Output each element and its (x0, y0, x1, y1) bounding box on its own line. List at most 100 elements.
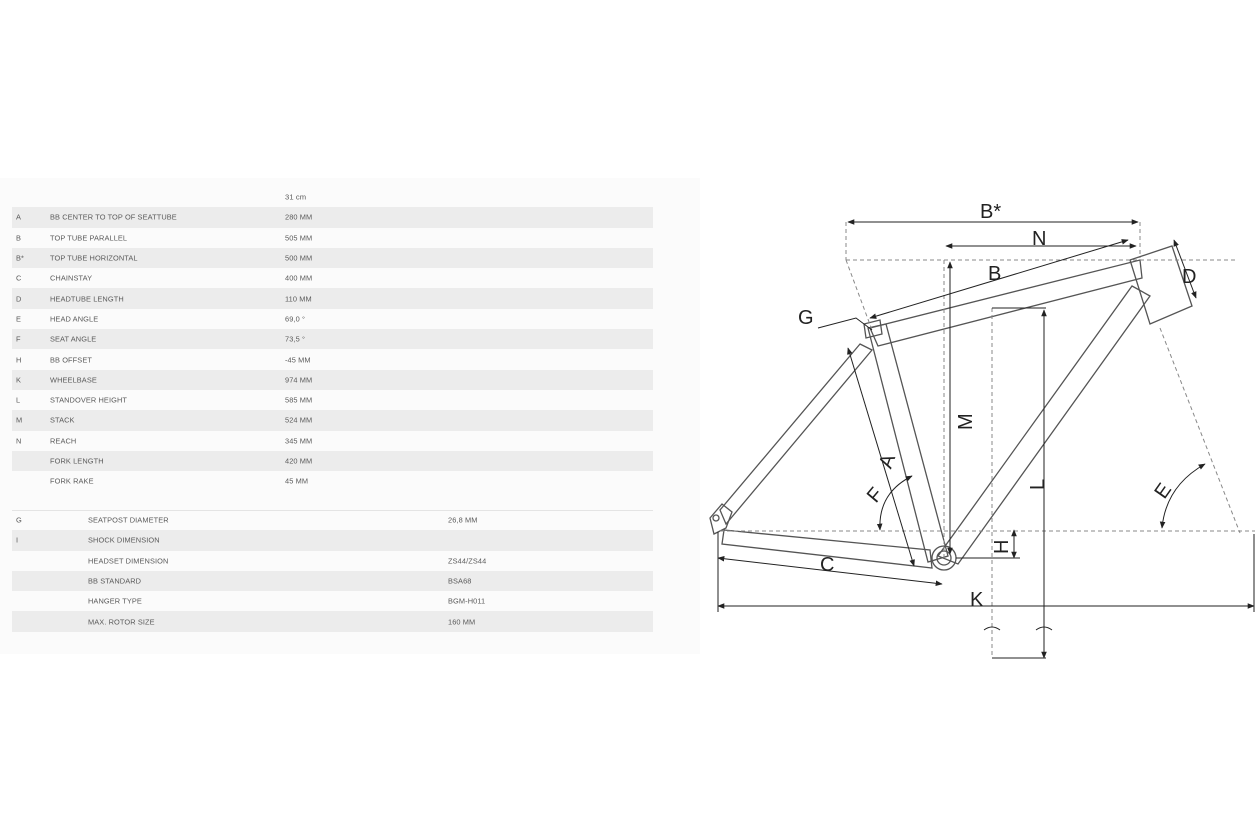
row-label: CHAINSTAY (50, 273, 93, 283)
size-header: 31 cm (285, 192, 307, 202)
label-b-star: B* (980, 201, 1001, 223)
row-label: HEADSET DIMENSION (88, 556, 169, 566)
row-label: TOP TUBE HORIZONTAL (50, 253, 138, 263)
frame-diagram-svg: B* N B D G M A F L E H C K (709, 201, 1255, 659)
g-leader (817, 317, 873, 331)
d-dimension (1173, 239, 1197, 299)
row-code: F (16, 334, 21, 344)
row-label: FORK RAKE (50, 476, 94, 486)
seat-clamp (863, 319, 883, 339)
table-row: C CHAINSTAY 400 MM (12, 268, 653, 288)
table-divider (12, 510, 653, 511)
label-g: G (798, 307, 814, 329)
row-value: 280 MM (285, 212, 313, 222)
row-value: 585 MM (285, 395, 313, 405)
table-row: M STACK 524 MM (12, 410, 653, 431)
row-code: M (16, 415, 23, 425)
row-value: 974 MM (285, 375, 313, 385)
spec-table: G SEATPOST DIAMETER 26,8 MM I SHOCK DIMENSIO… (12, 510, 653, 632)
row-code: K (16, 375, 22, 385)
bike-frame (709, 245, 1193, 571)
row-value: BSA68 (448, 576, 472, 586)
dimension-lines (717, 219, 1255, 659)
row-value: 110 MM (285, 294, 312, 304)
table-row: G SEATPOST DIAMETER 26,8 MM (12, 510, 653, 530)
row-label: REACH (50, 436, 77, 446)
table-row: N REACH 345 MM (12, 431, 653, 451)
label-d: D (1182, 266, 1196, 288)
row-value: 500 MM (285, 253, 313, 263)
row-label: HEADTUBE LENGTH (50, 294, 124, 304)
label-h: H (991, 540, 1013, 554)
e-angle-arc (1159, 463, 1206, 529)
geometry-table: 31 cm A BB CENTER TO TOP OF SEATTUBE 280 M… (12, 187, 653, 491)
row-label: STACK (50, 415, 75, 425)
label-a: A (875, 451, 900, 472)
table-row: B* TOP TUBE HORIZONTAL 500 MM (12, 247, 653, 269)
down-tube (936, 285, 1151, 565)
head-tube (1129, 245, 1193, 325)
row-label: SEATPOST DIAMETER (88, 515, 169, 525)
row-value: 400 MM (285, 273, 313, 283)
table-row: L STANDOVER HEIGHT 585 MM (12, 390, 653, 410)
row-value: -45 MM (285, 355, 311, 365)
table-row: I SHOCK DIMENSION (12, 530, 653, 551)
row-code: I (16, 535, 19, 545)
row-code: L (16, 395, 21, 405)
table-row: HEADSET DIMENSION ZS44/ZS44 (12, 551, 653, 571)
row-code: B (16, 233, 22, 243)
row-code: B* (16, 253, 25, 263)
row-label: WHEELBASE (50, 375, 97, 385)
row-value: 45 MM (285, 476, 309, 486)
row-value: BGM-H011 (448, 596, 486, 606)
label-m: M (955, 413, 977, 430)
row-code: G (16, 515, 22, 525)
row-code: A (16, 212, 22, 222)
row-label: TOP TUBE PARALLEL (50, 233, 128, 243)
row-code: N (16, 436, 22, 446)
label-e: E (1150, 479, 1176, 503)
label-k: K (970, 589, 984, 611)
row-value: ZS44/ZS44 (448, 556, 487, 566)
label-b: B (988, 263, 1001, 285)
guide-lines (720, 222, 1255, 658)
row-code: D (16, 294, 22, 304)
table-row: FORK LENGTH 420 MM (12, 450, 653, 472)
row-value: 73,5 ° (285, 334, 305, 344)
row-label: FORK LENGTH (50, 456, 104, 466)
rear-dropout (709, 503, 733, 535)
row-label: SEAT ANGLE (50, 334, 97, 344)
row-code: E (16, 314, 22, 324)
f-angle-arc (876, 475, 913, 531)
top-tube (869, 259, 1143, 347)
c-dimension (717, 555, 943, 587)
row-value: 524 MM (285, 415, 313, 425)
table-row: A BB CENTER TO TOP OF SEATTUBE 280 MM (12, 207, 653, 228)
seat-stay (719, 343, 874, 526)
table-row: H BB OFFSET -45 MM (12, 349, 653, 369)
b-dimension (869, 239, 1129, 319)
row-value: 26,8 MM (448, 515, 478, 525)
row-code: C (16, 273, 22, 283)
label-l: L (1027, 479, 1049, 490)
row-code: H (16, 355, 22, 365)
row-value: 345 MM (285, 436, 313, 446)
table-row: FORK RAKE 45 MM (12, 471, 653, 491)
table-row: D HEADTUBE LENGTH 110 MM (12, 288, 653, 309)
table-row: F SEAT ANGLE 73,5 ° (12, 329, 653, 350)
row-label: BB OFFSET (50, 355, 92, 365)
row-label: STANDOVER HEIGHT (50, 395, 128, 405)
row-value: 420 MM (285, 456, 313, 466)
label-c: C (820, 554, 834, 576)
row-label: BB CENTER TO TOP OF SEATTUBE (50, 212, 177, 222)
table-row: K WHEELBASE 974 MM (12, 369, 653, 390)
row-value: 160 MM (448, 617, 476, 627)
label-n: N (1032, 228, 1046, 250)
row-label: SHOCK DIMENSION (88, 535, 160, 545)
frame-geometry-diagram: B* N B D G M A F L E H C K (700, 178, 1260, 668)
row-label: HANGER TYPE (88, 596, 142, 606)
